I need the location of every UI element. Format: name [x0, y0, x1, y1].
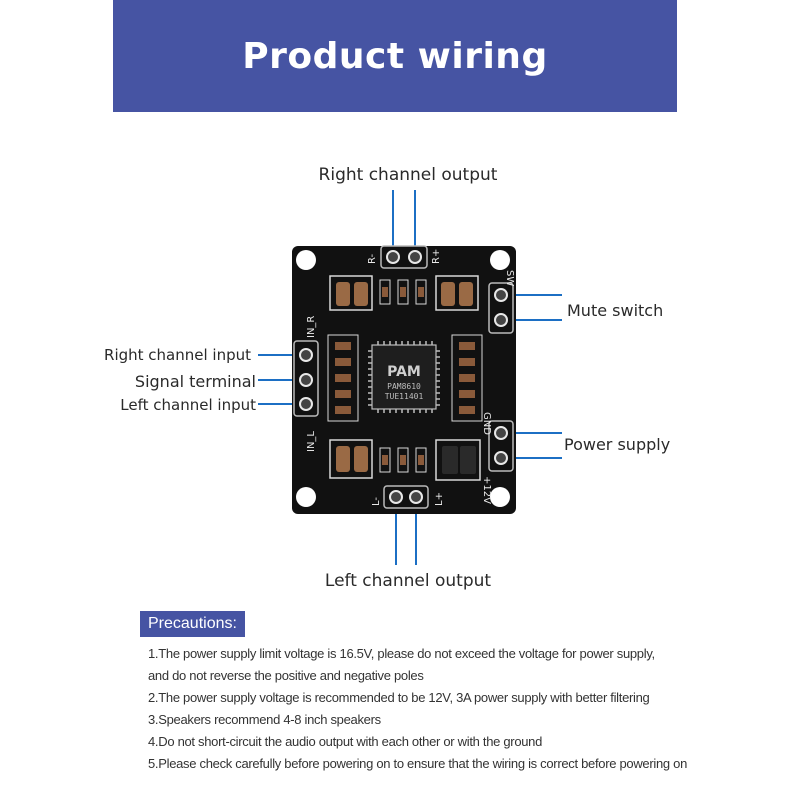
pads: [293, 245, 514, 509]
silk-12v: +12V: [481, 476, 492, 504]
silk-r-plus: R+: [431, 249, 442, 264]
silk-l-plus: L+: [434, 492, 445, 506]
precaution-item: 2.The power supply voltage is recommende…: [148, 690, 650, 705]
silk-gnd: GND: [481, 412, 492, 435]
mount-hole-bl: [296, 487, 316, 507]
mount-hole-tr: [490, 250, 510, 270]
page-title: Product wiring: [242, 35, 548, 77]
precaution-item: 4.Do not short-circuit the audio output …: [148, 734, 543, 749]
chip-logo: PAM: [387, 364, 421, 380]
amplifier-board: PAM PAM8610 TUE11401 R- R+ L- L+ IN_R IN…: [292, 245, 516, 514]
precautions-title: Precautions:: [140, 611, 245, 637]
chip-part-number: PAM8610: [387, 382, 421, 391]
silk-l-minus: L-: [371, 497, 382, 506]
precaution-item: 3.Speakers recommend 4-8 inch speakers: [148, 712, 381, 727]
silk-sw: SW: [504, 270, 515, 286]
label-right-channel-input: Right channel input: [104, 346, 251, 364]
label-signal-terminal: Signal terminal: [135, 372, 256, 391]
label-left-channel-output: Left channel output: [325, 571, 491, 591]
silk-in-l: IN_L: [306, 431, 317, 452]
precautions-list: 1.The power supply limit voltage is 16.5…: [148, 643, 687, 775]
label-right-channel-output: Right channel output: [319, 165, 498, 185]
precaution-item: 1.The power supply limit voltage is 16.5…: [148, 646, 655, 661]
label-left-channel-input: Left channel input: [120, 396, 256, 414]
silkscreen: R- R+ L- L+ IN_R IN_L GND +12V SW: [306, 249, 515, 506]
mount-hole-tl: [296, 250, 316, 270]
silk-r-minus: R-: [367, 253, 378, 264]
label-mute-switch: Mute switch: [567, 301, 663, 320]
amplifier-chip: PAM PAM8610 TUE11401: [368, 341, 440, 413]
callouts: Right channel output Left channel output…: [104, 165, 670, 591]
silk-in-r: IN_R: [306, 316, 317, 338]
chip-date-code: TUE11401: [385, 392, 424, 401]
components: [327, 275, 483, 481]
mount-hole-br: [490, 487, 510, 507]
precaution-item: 5.Please check carefully before powering…: [148, 756, 688, 771]
precaution-item: and do not reverse the positive and nega…: [148, 668, 424, 683]
label-power-supply: Power supply: [564, 435, 670, 454]
header-banner: Product wiring: [113, 0, 677, 112]
wiring-diagram: PAM PAM8610 TUE11401 R- R+ L- L+ IN_R IN…: [104, 165, 670, 591]
